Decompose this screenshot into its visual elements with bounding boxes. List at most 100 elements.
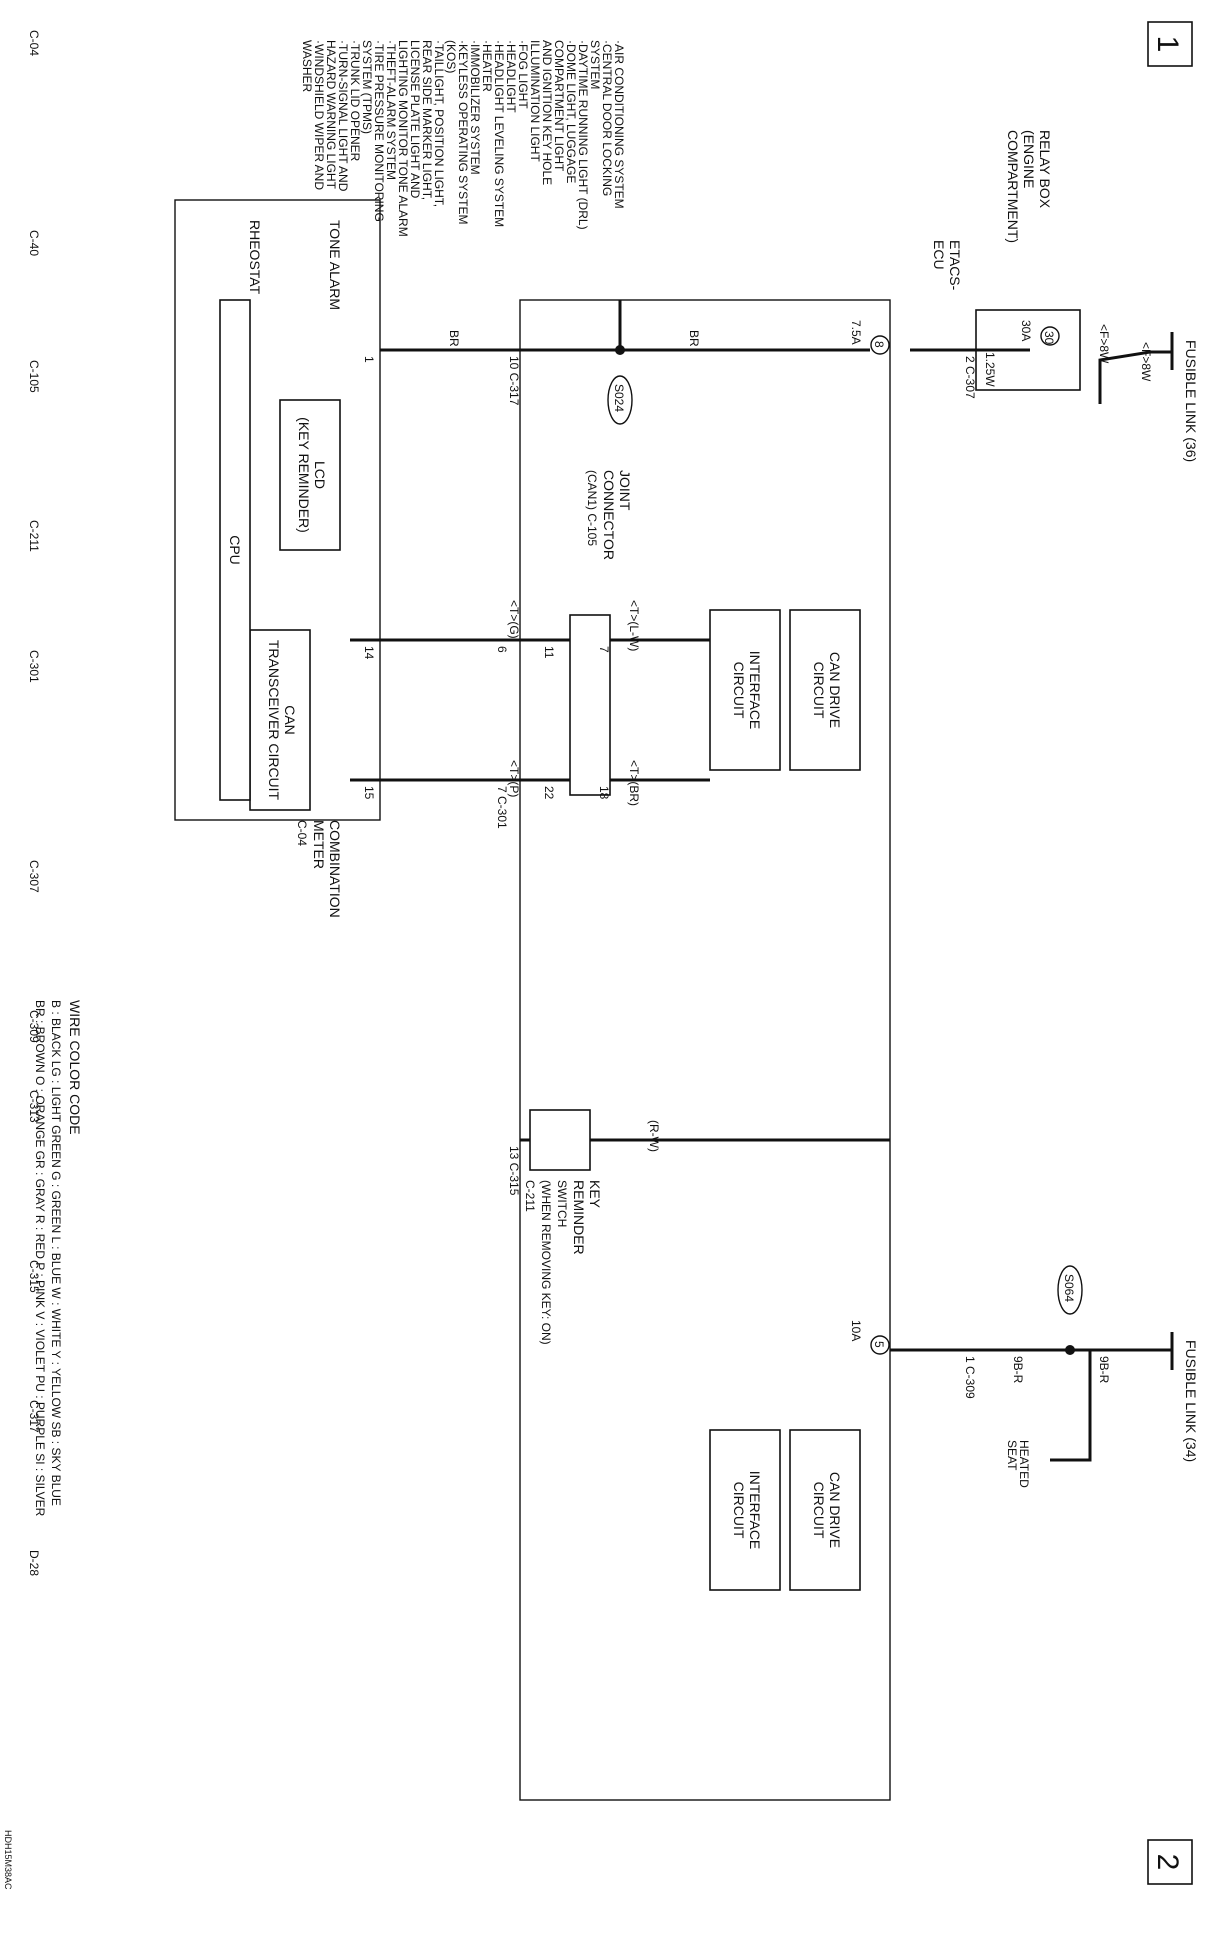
system-list-item: ·TRUNK LID OPENER — [348, 40, 362, 162]
fuse-30-number: 30 — [1042, 331, 1056, 345]
fusible-link-36-wire-a: <F>8W — [1139, 342, 1153, 382]
rheostat-label: RHEOSTAT — [247, 220, 263, 295]
etacs-ecu-label: ETACS- — [947, 240, 963, 291]
wire-9br-label: 9B-R — [1097, 1356, 1111, 1384]
wire-label-br-1: BR — [447, 330, 461, 347]
system-list-item: ·TAILLIGHT, POSITION LIGHT, — [432, 40, 446, 207]
splice-s064-oval — [1057, 1265, 1083, 1315]
combination-meter-label-2: METER — [311, 820, 327, 869]
wire-label-br-2: BR — [687, 330, 701, 347]
splice-s064-label: S064 — [1062, 1274, 1076, 1302]
joint-connector-code: (CAN1) C-105 — [585, 470, 599, 546]
page-marker-1 — [1147, 21, 1193, 67]
can-drive-circuit-2 — [789, 1429, 861, 1591]
system-list-item: WASHER — [300, 40, 314, 93]
system-list-item: ·WINDSHIELD WIPER AND — [312, 40, 326, 190]
fuse-30-rating: 30A — [1019, 320, 1033, 341]
interface-circuit-1 — [709, 609, 781, 771]
connector-c307-pin: 2 C-307 — [963, 356, 977, 399]
system-list-item: ·HEADLIGHT — [504, 40, 518, 113]
system-list-item: LIGHTING MONITOR TONE ALARM — [396, 40, 410, 237]
key-reminder-label-2: REMINDER — [571, 1180, 587, 1255]
system-list-item: ·AIR CONDITIONING SYSTEM — [612, 40, 626, 209]
joint-connector-label: JOINT — [617, 470, 633, 511]
fusible-link-36-wire-b: <F>8W — [1097, 324, 1111, 364]
joint-connector — [569, 614, 611, 796]
interface-circuit-2 — [709, 1429, 781, 1591]
connector-code: C-211 — [27, 520, 41, 552]
legend-row-1: B : BLACK LG : LIGHT GREEN G : GREEN L :… — [49, 1000, 63, 1506]
combination-meter-box — [174, 199, 381, 821]
system-list-item: SYSTEM (TPMS) — [360, 40, 374, 134]
connector-code: C-313 — [27, 1090, 41, 1123]
key-reminder-code: C-211 — [523, 1180, 537, 1212]
legend-row-2: BR : BROWN O : ORANGE GR : GRAY R : RED … — [33, 1000, 47, 1517]
system-list-item: REAR SIDE MARKER LIGHT, — [420, 40, 434, 200]
connector-code: C-307 — [27, 860, 41, 893]
can-drive-circuit-1-label: CAN DRIVE — [827, 652, 843, 728]
system-list-item: ·THEFT-ALARM SYSTEM — [384, 40, 398, 180]
fuse-30-circle — [1040, 326, 1060, 346]
wire-label-lw: <T>(L-W) — [627, 600, 641, 651]
fuse-5-number: 5 — [872, 1341, 886, 1348]
heated-seat-branch — [1050, 1348, 1092, 1462]
joint-connector-label-2: CONNECTOR — [601, 470, 617, 560]
connector-code: C-309 — [27, 1010, 41, 1043]
system-list-item: ·FOG LIGHT — [516, 40, 530, 109]
fusible-link-34-label: FUSIBLE LINK (34) — [1183, 1340, 1199, 1462]
fuse-8-rating: 7.5A — [849, 320, 863, 345]
wire-9br-label-2: 9B-R — [1011, 1356, 1025, 1384]
etacs-ecu-box — [519, 299, 891, 1801]
system-list-item: ILLUMINATION LIGHT — [528, 40, 542, 162]
c315-pin-13: 13 C-315 — [507, 1146, 521, 1196]
system-list: ·AIR CONDITIONING SYSTEM ·CENTRAL DOOR L… — [300, 40, 626, 237]
splice-s024-label: S024 — [612, 384, 626, 412]
lcd-label: LCD — [312, 461, 328, 489]
meter-pin-14: 14 — [362, 646, 376, 660]
page-marker-2 — [1147, 1839, 1193, 1885]
system-list-item: ·TIRE PRESSURE MONITORING — [372, 40, 386, 222]
relay-box-label: RELAY BOX — [1037, 130, 1053, 209]
system-list-item: ·HEADLIGHT LEVELING SYSTEM — [492, 40, 506, 227]
cpu-label: CPU — [227, 535, 243, 565]
can-drive-circuit-2-label: CAN DRIVE — [827, 1472, 843, 1548]
lcd-label-2: (KEY REMINDER) — [296, 417, 312, 533]
c301-pin-6: 6 — [495, 646, 509, 653]
can-drive-circuit-1-label-2: CIRCUIT — [811, 662, 827, 719]
meter-pin-15: 15 — [362, 786, 376, 800]
connector-code: C-40 — [27, 230, 41, 256]
connector-code: C-315 — [27, 1260, 41, 1293]
lcd-box — [279, 399, 341, 551]
connector-code: D-28 — [27, 1550, 41, 1576]
connector-code: C-105 — [27, 360, 41, 393]
system-list-item: ·TURN-SIGNAL LIGHT AND — [336, 40, 350, 192]
system-list-item: (KOS) — [444, 40, 458, 73]
relay-box-sub2: COMPARTMENT) — [1005, 130, 1021, 243]
page-marker-1-text: 1 — [1151, 36, 1184, 53]
system-list-item: SYSTEM — [588, 40, 602, 89]
cpu-box — [219, 299, 251, 801]
c301-pin-7: 7 C-301 — [495, 786, 509, 829]
interface-circuit-2-label-2: CIRCUIT — [731, 1482, 747, 1539]
fuse-8-circle — [870, 335, 890, 355]
system-list-item: ·DOME LIGHT, LUGGAGE — [564, 40, 578, 183]
wire-label-p: <T>(P) — [507, 760, 521, 797]
c309-pin-1: 1 C-309 — [963, 1356, 977, 1399]
interface-circuit-1-label: INTERFACE — [747, 651, 763, 730]
joint-pin-7: 7 — [597, 646, 611, 653]
connector-code: C-301 — [27, 650, 41, 683]
system-list-item: COMPARTMENT LIGHT — [552, 40, 566, 172]
key-reminder-label: KEY — [587, 1180, 603, 1209]
combination-meter-code: C-04 — [295, 820, 309, 846]
c317-pin-10: 10 C-317 — [507, 356, 521, 406]
meter-pin-1: 1 — [362, 356, 376, 363]
legend-title: WIRE COLOR CODE — [67, 1000, 83, 1135]
wire-label-br: <T>(BR) — [627, 760, 641, 806]
connector-codes: C-04 C-40 C-105 C-211 C-301 C-307 C-309 … — [27, 30, 41, 1576]
connector-code: C-317 — [27, 1400, 41, 1433]
system-list-item: AND IGNITION KEY HOLE — [540, 40, 554, 185]
wire-label-rw: (R-W) — [647, 1120, 661, 1152]
heated-seat-label: HEATED — [1017, 1440, 1031, 1488]
